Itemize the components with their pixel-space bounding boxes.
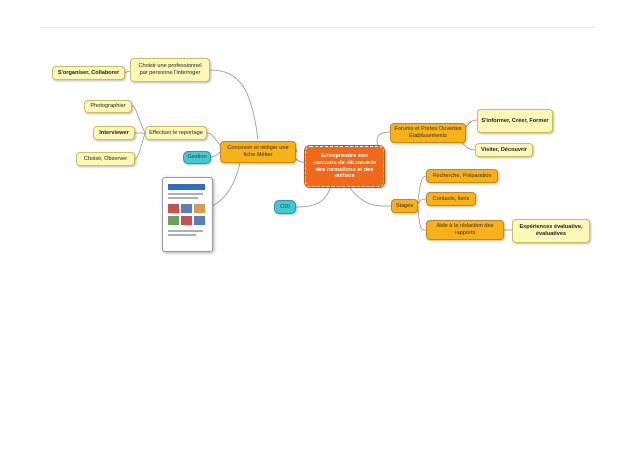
document-thumbnail[interactable]: [162, 177, 213, 252]
stages-node[interactable]: Stages: [391, 199, 418, 213]
thumbnail-photo: [194, 216, 205, 225]
choisir-observer-node[interactable]: Choisir, Observer: [76, 152, 135, 166]
cdi-node[interactable]: CDI: [274, 200, 296, 214]
choisir-professionnel-label: Choisir une professionnel par personne l…: [138, 63, 202, 76]
informer-creer-former-node[interactable]: S'informer, Créer, Former: [477, 109, 553, 133]
informer-creer-former-label: S'informer, Créer, Former: [481, 117, 549, 124]
choisir-professionnel-node[interactable]: Choisir une professionnel par personne l…: [130, 58, 210, 82]
contacts-liens-node[interactable]: Contacts, liens: [426, 192, 476, 206]
recherche-preparation-label: Recherche, Préparation: [432, 172, 492, 179]
thumbnail-photo: [181, 216, 192, 225]
thumbnail-text-line: [168, 234, 196, 236]
thumbnail-text-line: [168, 193, 203, 195]
photographier-node[interactable]: Photographier: [84, 100, 132, 113]
organiser-collaborer-node[interactable]: S'organiser, Collaborer: [52, 66, 125, 80]
experiences-evaluatives-label: Expériences évaluative, évaluatives: [519, 224, 583, 237]
forums-portes-ouvertes-node[interactable]: Forums et Portes Ouvertes Établissements: [390, 123, 466, 143]
gestion-label: Gestion: [187, 154, 207, 160]
central-topic-label: Entreprendre son parcours de découverte …: [312, 152, 377, 180]
thumbnail-text-line: [168, 197, 198, 199]
experiences-evaluatives-node[interactable]: Expériences évaluative, évaluatives: [512, 219, 590, 243]
interviewer-node[interactable]: Interviewer: [93, 126, 135, 140]
recherche-preparation-node[interactable]: Recherche, Préparation: [426, 169, 498, 183]
thumbnail-photo: [168, 216, 179, 225]
reportage-node[interactable]: Effectuer le reportage: [145, 126, 207, 140]
gestion-node[interactable]: Gestion: [183, 151, 211, 164]
aide-redaction-rapports-node[interactable]: Aide à la rédaction des rapports: [426, 220, 504, 240]
aide-redaction-rapports-label: Aide à la rédaction des rapports: [436, 223, 494, 236]
fiche-metier-label: Concevoir et rédiger une fiche Métier: [227, 145, 289, 158]
cdi-label: CDI: [280, 203, 290, 210]
organiser-collaborer-label: S'organiser, Collaborer: [57, 69, 120, 76]
thumbnail-photo: [168, 204, 179, 213]
top-divider: [40, 27, 595, 28]
thumbnail-photo: [181, 204, 192, 213]
choisir-observer-label: Choisir, Observer: [83, 155, 128, 162]
reportage-label: Effectuer le reportage: [149, 129, 203, 136]
central-topic-node[interactable]: Entreprendre son parcours de découverte …: [304, 145, 385, 188]
thumbnail-text-line: [168, 230, 203, 232]
fiche-metier-node[interactable]: Concevoir et rédiger une fiche Métier: [220, 141, 296, 163]
photographier-label: Photographier: [90, 103, 126, 109]
contacts-liens-label: Contacts, liens: [432, 195, 470, 202]
thumbnail-header-band: [168, 184, 205, 190]
thumbnail-photo: [194, 204, 205, 213]
forums-portes-ouvertes-label: Forums et Portes Ouvertes Établissements: [394, 126, 462, 139]
visiter-decouvrir-node[interactable]: Visiter, Découvrir: [475, 143, 533, 157]
stages-label: Stages: [395, 202, 414, 209]
visiter-decouvrir-label: Visiter, Découvrir: [481, 146, 527, 153]
interviewer-label: Interviewer: [99, 129, 129, 136]
